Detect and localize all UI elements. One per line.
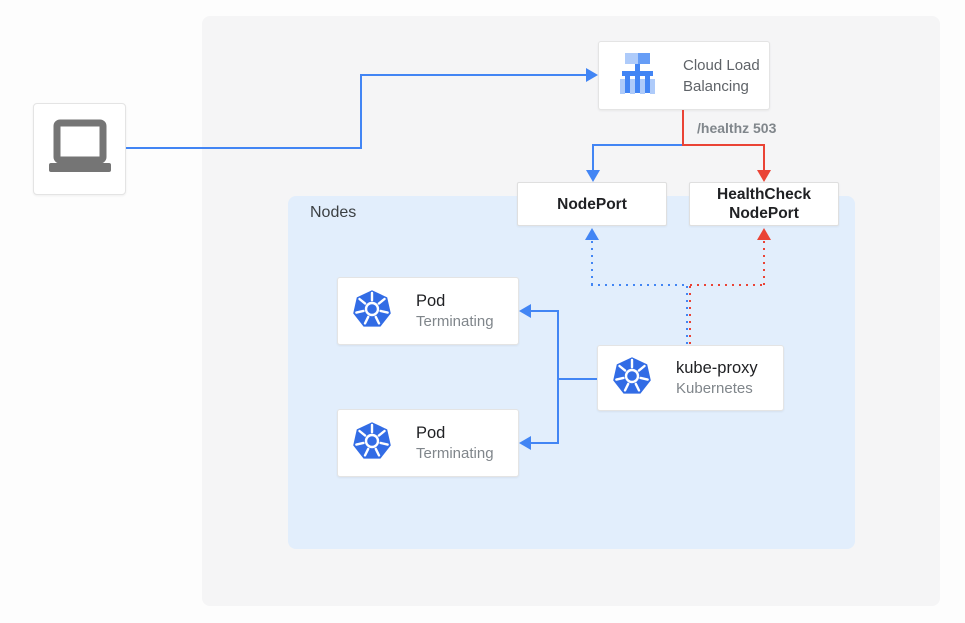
dotted-horizontal-blue (591, 284, 688, 286)
nodes-panel-label: Nodes (310, 204, 357, 221)
healthcheck-nodeport-node: HealthCheck NodePort (689, 182, 839, 226)
healthz-annotation: /healthz 503 (697, 120, 777, 136)
flow-split-red (682, 144, 765, 146)
cloud-load-balancing-icon (613, 50, 661, 101)
arrow-into-pod1 (519, 304, 531, 318)
flow-to-healthcheck (763, 144, 765, 170)
dotted-horizontal-red (690, 284, 765, 286)
kube-proxy-title: kube-proxy (676, 359, 758, 377)
pod1-status: Terminating (416, 313, 494, 330)
kubernetes-helm-icon (352, 289, 392, 334)
flow-to-nodeport (592, 144, 594, 170)
healthcheck-nodeport-label-line1: HealthCheck (717, 186, 811, 203)
dotted-up-to-healthcheck (763, 241, 765, 286)
pod-node-2: Pod Terminating (337, 409, 519, 477)
flow-pods-vertical (557, 310, 559, 444)
pod-node-1: Pod Terminating (337, 277, 519, 345)
kubernetes-helm-icon (352, 421, 392, 466)
kube-proxy-subtitle: Kubernetes (676, 380, 753, 397)
flow-client-to-lb (360, 74, 586, 76)
pod1-title: Pod (416, 292, 446, 310)
cloud-load-balancing-node: Cloud Load Balancing (598, 41, 770, 110)
dotted-up-to-nodeport (591, 241, 593, 286)
arrow-into-healthcheck (757, 170, 771, 182)
flow-lb-down (682, 110, 684, 146)
pod2-status: Terminating (416, 445, 494, 462)
dotted-kubeproxy-up-blue (686, 286, 688, 344)
flow-client-vertical (360, 74, 362, 149)
flow-to-pod2 (530, 442, 559, 444)
arrow-into-load-balancer (586, 68, 598, 82)
healthcheck-nodeport-label-line2: NodePort (729, 205, 799, 222)
dotted-arrow-into-nodeport (585, 228, 599, 240)
dotted-arrow-into-healthcheck (757, 228, 771, 240)
arrow-into-nodeport (586, 170, 600, 182)
laptop-icon (48, 119, 112, 180)
flow-to-pod1 (530, 310, 559, 312)
pod2-title: Pod (416, 424, 446, 442)
arrow-into-pod2 (519, 436, 531, 450)
flow-client-horizontal (126, 147, 362, 149)
kubernetes-helm-icon (612, 356, 652, 401)
flow-kubeproxy-out (557, 378, 597, 380)
client-node (33, 103, 126, 195)
nodeport-node: NodePort (517, 182, 667, 226)
cloud-load-balancing-label: Cloud Load Balancing (683, 56, 760, 95)
kube-proxy-node: kube-proxy Kubernetes (597, 345, 784, 411)
flow-split-blue (592, 144, 682, 146)
nodeport-label: NodePort (557, 195, 627, 213)
dotted-kubeproxy-up-red (689, 286, 691, 344)
